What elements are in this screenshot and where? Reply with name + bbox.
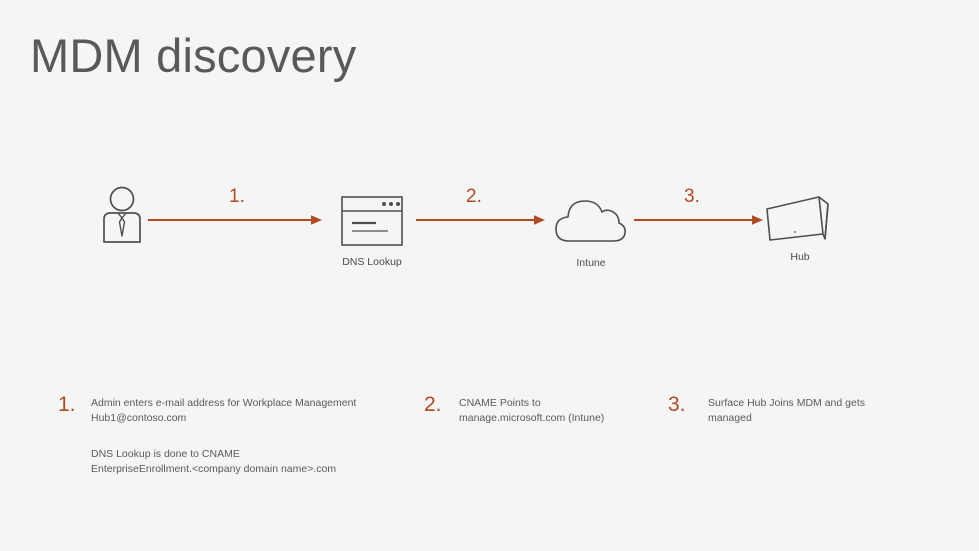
diagram-flow: 1. DNS Lookup 2. <box>98 186 838 269</box>
node-surface-hub[interactable] <box>762 192 838 248</box>
step-number-3: 3. <box>684 186 700 207</box>
caption-line: EnterpriseEnrollment.<company domain nam… <box>91 463 337 475</box>
arrow-right-icon <box>148 215 322 225</box>
caption-line: CNAME Points to <box>459 397 541 409</box>
arrow-2 <box>416 213 547 227</box>
caption-text-1: Admin enters e-mail address for Workplac… <box>91 396 356 426</box>
caption-line: Admin enters e-mail address for Workplac… <box>91 397 357 409</box>
node-dns-lookup[interactable] <box>341 196 403 246</box>
node-label-intune: Intune <box>576 257 606 269</box>
arrow-right-icon <box>416 215 545 225</box>
caption-number-3: 3. <box>668 393 686 416</box>
surface-hub-icon <box>766 196 829 241</box>
caption-extra-1: DNS Lookup is done to CNAME EnterpriseEn… <box>91 447 421 477</box>
arrow-1 <box>148 213 324 227</box>
caption-line: Surface Hub Joins MDM and gets <box>708 397 865 409</box>
node-label-dns-lookup: DNS Lookup <box>342 256 402 268</box>
arrow-right-icon <box>634 215 763 225</box>
caption-line: Hub1@contoso.com <box>91 412 187 424</box>
person-user-icon <box>103 186 141 243</box>
step-number-2: 2. <box>466 186 482 207</box>
caption-line: DNS Lookup is done to CNAME <box>91 448 240 460</box>
page-title: MDM discovery <box>30 29 357 82</box>
browser-window-icon <box>341 196 403 246</box>
caption-line: manage.microsoft.com (Intune) <box>459 412 605 424</box>
caption-line: managed <box>708 412 752 424</box>
caption-number-2: 2. <box>424 393 442 416</box>
caption-text-2: CNAME Points to manage.microsoft.com (In… <box>459 396 604 426</box>
node-admin[interactable] <box>98 186 146 244</box>
caption-text-3: Surface Hub Joins MDM and gets managed <box>708 396 865 426</box>
node-label-hub: Hub <box>790 251 810 263</box>
caption-number-1: 1. <box>58 393 76 416</box>
node-intune[interactable] <box>553 195 629 245</box>
step-number-1: 1. <box>229 186 245 207</box>
cloud-icon <box>555 200 626 242</box>
arrow-3 <box>634 213 765 227</box>
